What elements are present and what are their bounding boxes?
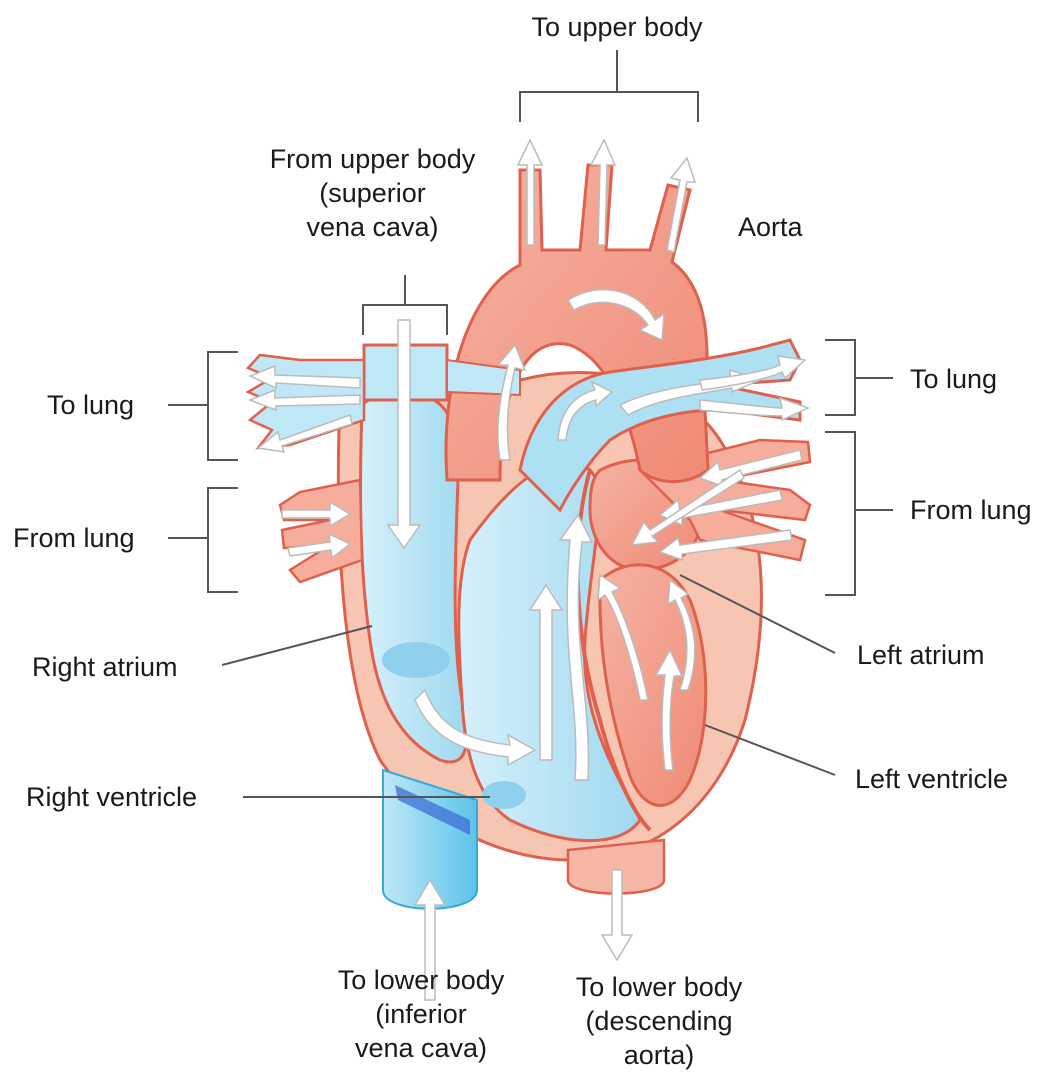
label-to-upper-body: To upper body (517, 10, 717, 44)
label-to-lower-body-aorta: To lower body (descending aorta) (553, 970, 765, 1072)
label-aorta-desc-line1: To lower body (553, 970, 765, 1004)
bracket-from-lung-right (825, 432, 893, 595)
label-from-lung-left: From lung (13, 521, 135, 555)
label-from-upper-body: From upper body (superior vena cava) (250, 142, 495, 244)
label-ivc-line3: vena cava) (315, 1031, 527, 1065)
label-from-lung-right: From lung (910, 493, 1032, 527)
bracket-from-lung-left (168, 488, 238, 592)
label-to-lung-left: To lung (47, 388, 134, 422)
label-left-atrium: Left atrium (857, 638, 985, 672)
label-left-ventricle: Left ventricle (855, 762, 1008, 796)
label-from-upper-body-line1: From upper body (250, 142, 495, 176)
label-aorta-desc-line2: (descending (553, 1004, 765, 1038)
label-ivc-line1: To lower body (315, 963, 527, 997)
label-aorta: Aorta (738, 210, 803, 244)
label-aorta-desc-line3: aorta) (553, 1038, 765, 1072)
label-from-upper-body-line2: (superior (250, 176, 495, 210)
label-from-upper-body-line3: vena cava) (250, 210, 495, 244)
label-right-atrium: Right atrium (32, 650, 178, 684)
label-right-ventricle: Right ventricle (26, 780, 197, 814)
bracket-to-lung-left (168, 352, 238, 460)
bracket-to-upper-body (520, 50, 698, 122)
bracket-to-lung-right (825, 340, 893, 415)
label-ivc-line2: (inferior (315, 997, 527, 1031)
label-to-lung-right: To lung (910, 362, 997, 396)
label-to-lower-body-ivc: To lower body (inferior vena cava) (315, 963, 527, 1065)
